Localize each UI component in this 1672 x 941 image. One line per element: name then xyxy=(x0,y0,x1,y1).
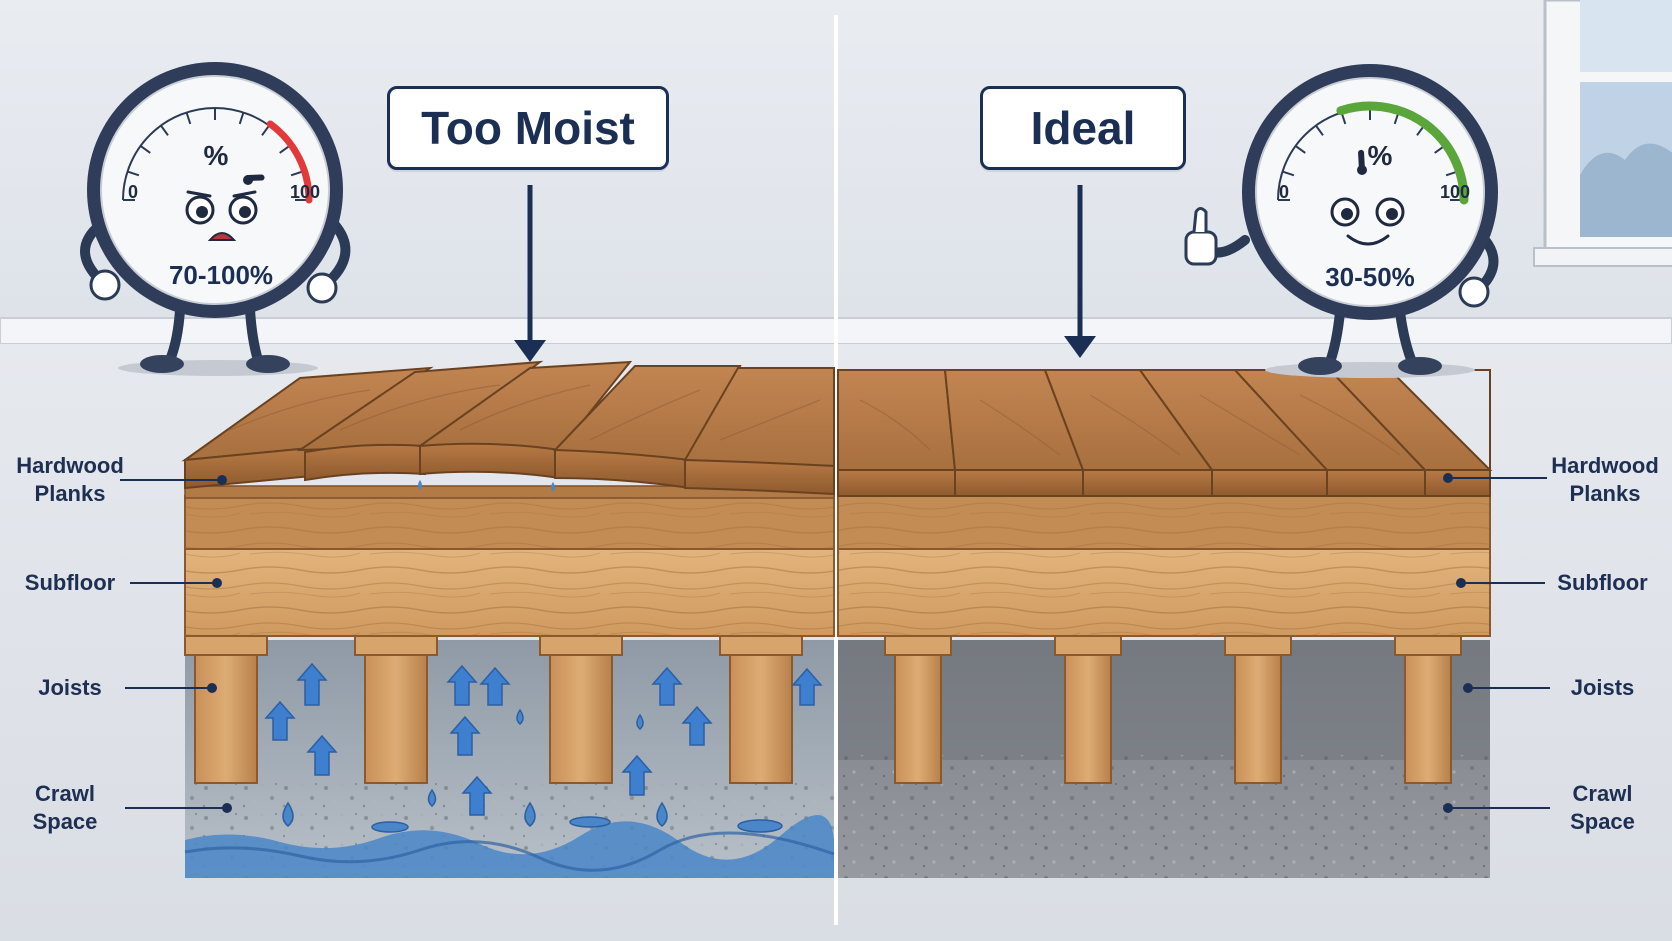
right-gauge-character xyxy=(1184,64,1499,378)
left-label-joists: Joists xyxy=(38,675,102,700)
left-gauge-tick xyxy=(127,170,140,177)
left-gauge-tick xyxy=(279,145,291,154)
left-gauge-tick xyxy=(290,170,303,177)
right-floor-structure xyxy=(837,369,1493,878)
too-moist-callout: Too Moist xyxy=(387,86,669,170)
right-label-hardwood: Hardwood Planks xyxy=(1551,453,1659,506)
left-gauge-tick xyxy=(185,112,192,125)
thumbs-up-icon xyxy=(1184,207,1218,266)
left-label-hardwood: Hardwood Planks xyxy=(16,453,124,506)
left-water-droplets xyxy=(282,708,783,833)
left-gauge-zone xyxy=(266,120,313,204)
left-gauge-unit: % xyxy=(204,140,229,171)
right-label-joists: Joists xyxy=(1570,675,1635,700)
left-gauge-tick xyxy=(160,124,169,136)
right-gauge-range: 30-50% xyxy=(1325,262,1415,292)
left-floor-structure xyxy=(181,360,835,878)
right-gauge-zone xyxy=(1336,101,1469,205)
right-gauge-unit: % xyxy=(1368,140,1393,171)
left-label-crawl: Crawl Space xyxy=(32,781,98,834)
right-gauge-tick xyxy=(1315,124,1324,136)
right-gauge-max: 100 xyxy=(1440,182,1470,202)
left-gauge-max: 100 xyxy=(290,182,320,202)
left-gauge-tick xyxy=(261,124,270,136)
left-label-subfloor: Subfloor xyxy=(24,570,116,595)
left-hardwood-planks xyxy=(181,360,835,496)
right-gauge-tick xyxy=(1294,145,1306,154)
right-label-crawl: Crawl Space xyxy=(1570,781,1635,834)
ideal-callout: Ideal xyxy=(980,86,1186,170)
right-hardwood-planks xyxy=(837,369,1493,497)
right-label-subfloor: Subfloor xyxy=(1557,570,1648,595)
left-gauge-range: 70-100% xyxy=(169,260,273,290)
window xyxy=(1533,0,1672,267)
left-gauge-character xyxy=(80,62,351,376)
left-moisture-arrows xyxy=(264,662,823,816)
left-gauge-min: 0 xyxy=(128,182,138,202)
right-gauge-tick xyxy=(1282,170,1295,177)
left-joists xyxy=(184,635,803,784)
right-gauge-min: 0 xyxy=(1279,182,1289,202)
left-gauge-tick xyxy=(139,145,151,154)
right-joists xyxy=(884,635,1462,784)
left-gauge-tick xyxy=(238,112,245,125)
